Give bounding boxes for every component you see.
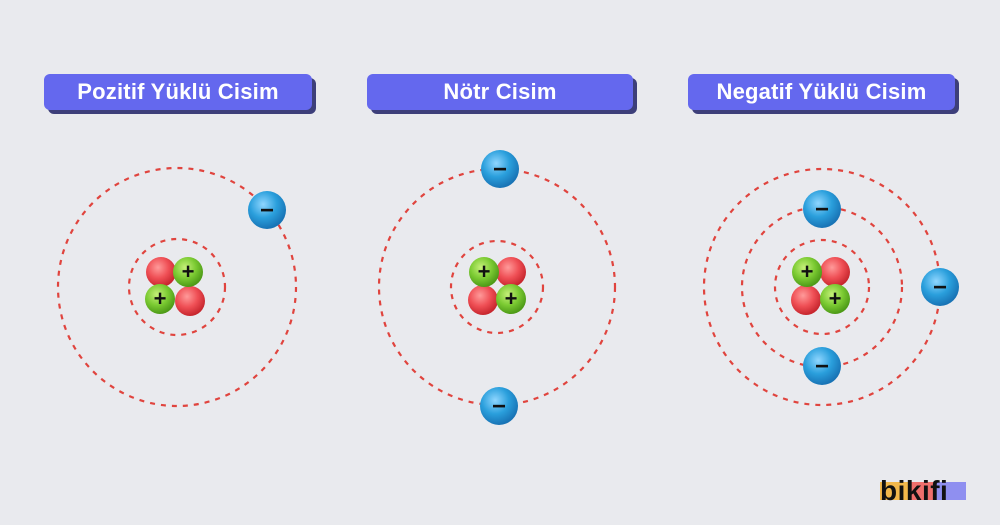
neutron [146, 257, 176, 287]
inner-orbit [127, 237, 227, 337]
proton [792, 257, 822, 287]
brand-name: bikifi [880, 475, 949, 506]
proton [469, 257, 499, 287]
neutron [496, 257, 526, 287]
label-negative-charged: Negatif Yüklü Cisim [688, 74, 959, 114]
electron [803, 347, 841, 385]
electron [248, 191, 286, 229]
electron [921, 268, 959, 306]
neutron [791, 285, 821, 315]
electron-sign: − [933, 274, 947, 301]
proton-sign: + [801, 259, 814, 284]
middle-orbit [740, 205, 904, 369]
inner-orbit [449, 239, 545, 335]
label-positive-charged: Pozitif Yüklü Cisim [44, 74, 316, 114]
electron [803, 190, 841, 228]
bikifi-logo: bikifi [880, 474, 976, 508]
electron-sign: − [492, 393, 506, 420]
electron-sign: − [260, 197, 274, 224]
outer-orbit [377, 167, 617, 407]
atom-negative: + + − − − [702, 167, 959, 407]
proton [820, 284, 850, 314]
outer-orbit [56, 166, 298, 408]
proton-sign: + [505, 286, 518, 311]
neutron [175, 286, 205, 316]
neutron [468, 285, 498, 315]
electron-sign: − [815, 353, 829, 380]
electron-sign: − [493, 156, 507, 183]
proton [496, 284, 526, 314]
label-neutral-text: Nötr Cisim [367, 74, 633, 110]
label-positive-text: Pozitif Yüklü Cisim [44, 74, 312, 110]
electron [480, 387, 518, 425]
proton [173, 257, 203, 287]
proton [145, 284, 175, 314]
electron [481, 150, 519, 188]
label-negative-text: Negatif Yüklü Cisim [688, 74, 955, 110]
nucleus: + + [791, 257, 850, 315]
nucleus: + + [145, 257, 205, 316]
atom-neutral: + + − − [377, 150, 617, 425]
label-neutral: Nötr Cisim [367, 74, 637, 114]
proton-sign: + [829, 286, 842, 311]
neutron [820, 257, 850, 287]
proton-sign: + [478, 259, 491, 284]
electron-sign: − [815, 196, 829, 223]
proton-sign: + [182, 259, 195, 284]
nucleus: + + [468, 257, 526, 315]
proton-sign: + [154, 286, 167, 311]
inner-orbit [773, 238, 871, 336]
atom-positive: + + − [56, 166, 298, 408]
